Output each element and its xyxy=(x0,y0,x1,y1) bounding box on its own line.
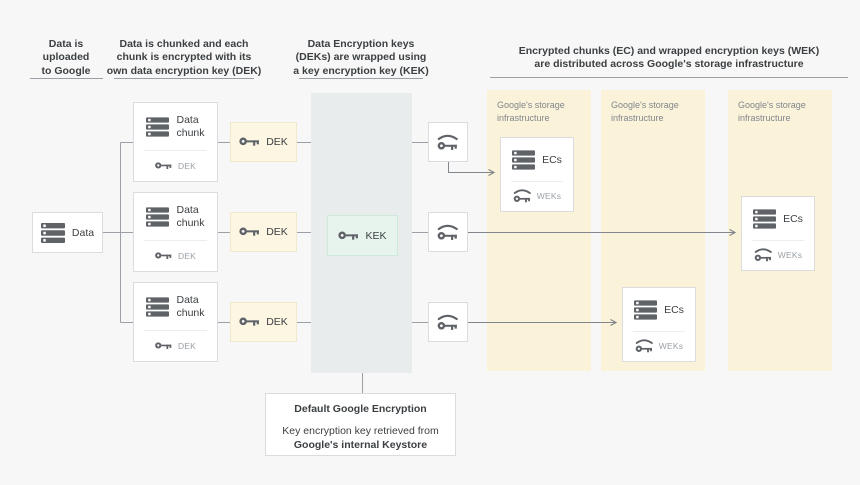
header-distributed: Encrypted chunks (EC) and wrapped encryp… xyxy=(518,45,820,71)
server-icon xyxy=(146,116,170,137)
server-icon xyxy=(512,149,536,170)
header-underline xyxy=(299,78,423,79)
header-data-uploaded: Data is uploaded to Google xyxy=(41,38,91,77)
dek-label: DEK xyxy=(266,316,288,328)
key-icon xyxy=(155,251,172,259)
divider xyxy=(511,181,563,182)
header-deks-wrapped: Data Encryption keys (DEKs) are wrapped … xyxy=(293,38,429,77)
header-underline xyxy=(490,77,848,78)
wrapped-key-icon xyxy=(512,189,531,203)
server-icon xyxy=(753,208,777,229)
wrapped-key-icon xyxy=(437,134,458,151)
caption-body-line1: Key encryption key retrieved from xyxy=(282,425,439,437)
data-node-label: Data xyxy=(71,226,95,239)
chunk-dek-label: DEK xyxy=(177,340,197,351)
wrapped-key-node-1 xyxy=(428,122,468,162)
weks-label: WEKs xyxy=(658,341,684,351)
ecs-label: ECs xyxy=(542,153,562,166)
server-icon xyxy=(146,296,170,317)
data-chunk-label: Data chunk xyxy=(176,293,205,319)
dek-node-3: DEK xyxy=(230,302,297,342)
chunk-dek-label: DEK xyxy=(177,250,197,261)
header-data-chunked: Data is chunked and each chunk is encryp… xyxy=(106,38,262,77)
weks-label: WEKs xyxy=(536,191,562,201)
header-underline xyxy=(114,78,254,79)
key-icon xyxy=(239,317,260,326)
data-chunk-node-2: Data chunk DEK xyxy=(133,192,218,272)
data-chunk-node-1: Data chunk DEK xyxy=(133,102,218,182)
data-chunk-label: Data chunk xyxy=(176,113,205,139)
storage-column-1: Google's storage infrastructure xyxy=(487,90,591,371)
key-icon xyxy=(155,341,172,349)
ec-wek-node-2: ECs WEKs xyxy=(622,287,696,362)
caption-body-line2: Google's internal Keystore xyxy=(293,439,428,452)
key-icon xyxy=(239,227,260,236)
data-node: Data xyxy=(32,212,103,253)
ec-wek-node-1: ECs WEKs xyxy=(500,137,574,212)
key-icon xyxy=(239,137,260,146)
dek-label: DEK xyxy=(266,226,288,238)
ecs-label: ECs xyxy=(783,212,803,225)
kek-node: KEK xyxy=(327,215,398,256)
divider xyxy=(633,331,685,332)
wrapped-key-icon xyxy=(437,224,458,241)
header-underline xyxy=(30,78,103,79)
wrapped-key-node-3 xyxy=(428,302,468,342)
wrapped-key-icon xyxy=(634,339,653,353)
caption-title: Default Google Encryption xyxy=(294,403,427,415)
storage-column-label: Google's storage infrastructure xyxy=(738,100,806,123)
wrapped-key-icon xyxy=(437,314,458,331)
kek-label: KEK xyxy=(365,229,387,242)
dek-node-2: DEK xyxy=(230,212,297,252)
server-icon xyxy=(634,299,658,320)
data-chunk-label: Data chunk xyxy=(176,203,205,229)
storage-column-label: Google's storage infrastructure xyxy=(497,100,565,123)
wrapped-key-icon xyxy=(753,248,772,262)
data-chunk-node-3: Data chunk DEK xyxy=(133,282,218,362)
dek-node-1: DEK xyxy=(230,122,297,162)
ec-wek-node-3: ECs WEKs xyxy=(741,196,815,271)
weks-label: WEKs xyxy=(777,250,803,260)
caption-box: Default Google Encryption Key encryption… xyxy=(265,393,456,456)
wrapped-key-node-2 xyxy=(428,212,468,252)
dek-label: DEK xyxy=(266,136,288,148)
divider xyxy=(752,240,804,241)
storage-column-label: Google's storage infrastructure xyxy=(611,100,679,123)
key-icon xyxy=(338,231,359,240)
ecs-label: ECs xyxy=(664,303,684,316)
server-icon xyxy=(40,222,65,243)
chunk-dek-label: DEK xyxy=(177,160,197,171)
server-icon xyxy=(146,206,170,227)
key-icon xyxy=(155,161,172,169)
